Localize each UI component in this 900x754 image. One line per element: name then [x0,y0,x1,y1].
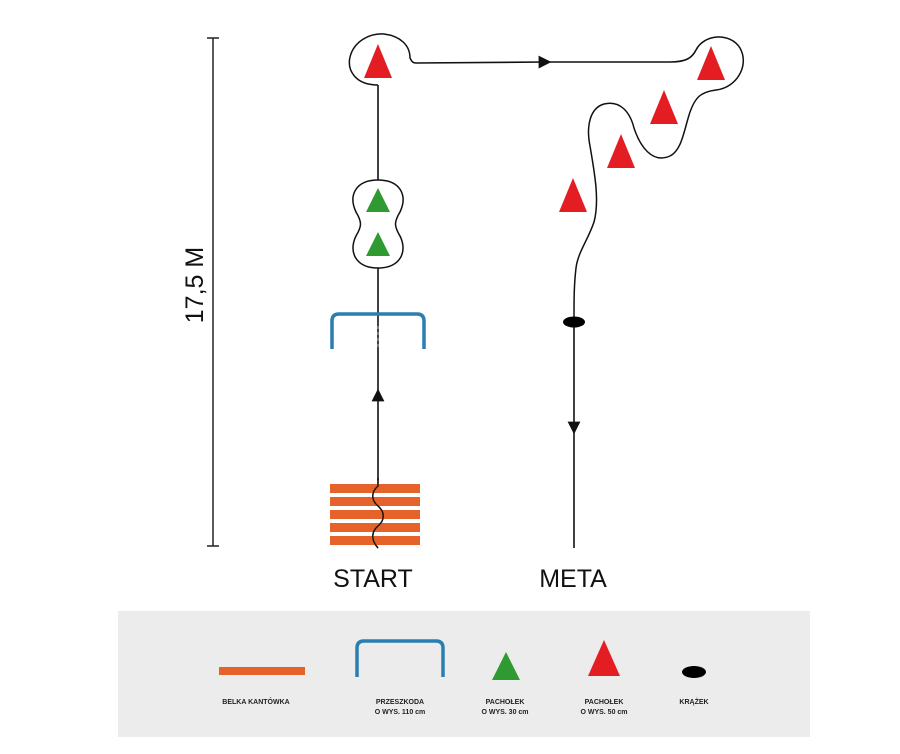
legend-puck-symbol [682,666,706,678]
start-label: START [333,565,413,593]
legend-cone-high-label: PACHOŁEK [585,699,624,706]
beam-5 [330,536,420,545]
height-label: 17,5 M [181,247,209,323]
legend-cone-low-height: O WYS. 30 cm [481,709,528,716]
puck [563,316,585,328]
low-cones-loop [352,179,404,269]
path-wavy-over-beams [372,478,384,549]
hurdle [330,312,426,349]
legend-hurdle-height: O WYS. 110 cm [375,709,426,716]
slalom-path [573,36,745,319]
cone-high-slalom-3 [559,178,587,212]
legend-hurdle-label: PRZESZKODA [376,699,424,706]
legend-cone-high-height: O WYS. 50 cm [580,709,627,716]
legend-cone-low-label: PACHOŁEK [486,699,525,706]
legend-beam-label: BELKA KANTÓWKA [222,697,289,706]
cone-high-top-left [364,44,392,78]
path-top-run [415,55,552,69]
legend-hurdle-symbol [355,639,445,677]
legend-beam-symbol [219,667,305,675]
beam-3 [330,510,420,519]
cone-high-slalom-1 [650,90,678,124]
cone-low-upper [366,188,390,212]
cone-low-lower [366,232,390,256]
finish-label: META [539,565,607,593]
top-left-cone-loop [348,33,417,86]
legend-cone-low-symbol [492,652,520,680]
cone-high-top-right [697,46,725,80]
beam-4 [330,523,420,532]
cone-high-slalom-2 [607,134,635,168]
legend-cone-high-symbol [588,640,620,676]
legend-puck-label: KRĄŻEK [679,698,708,706]
path-top-run-end [545,49,697,63]
